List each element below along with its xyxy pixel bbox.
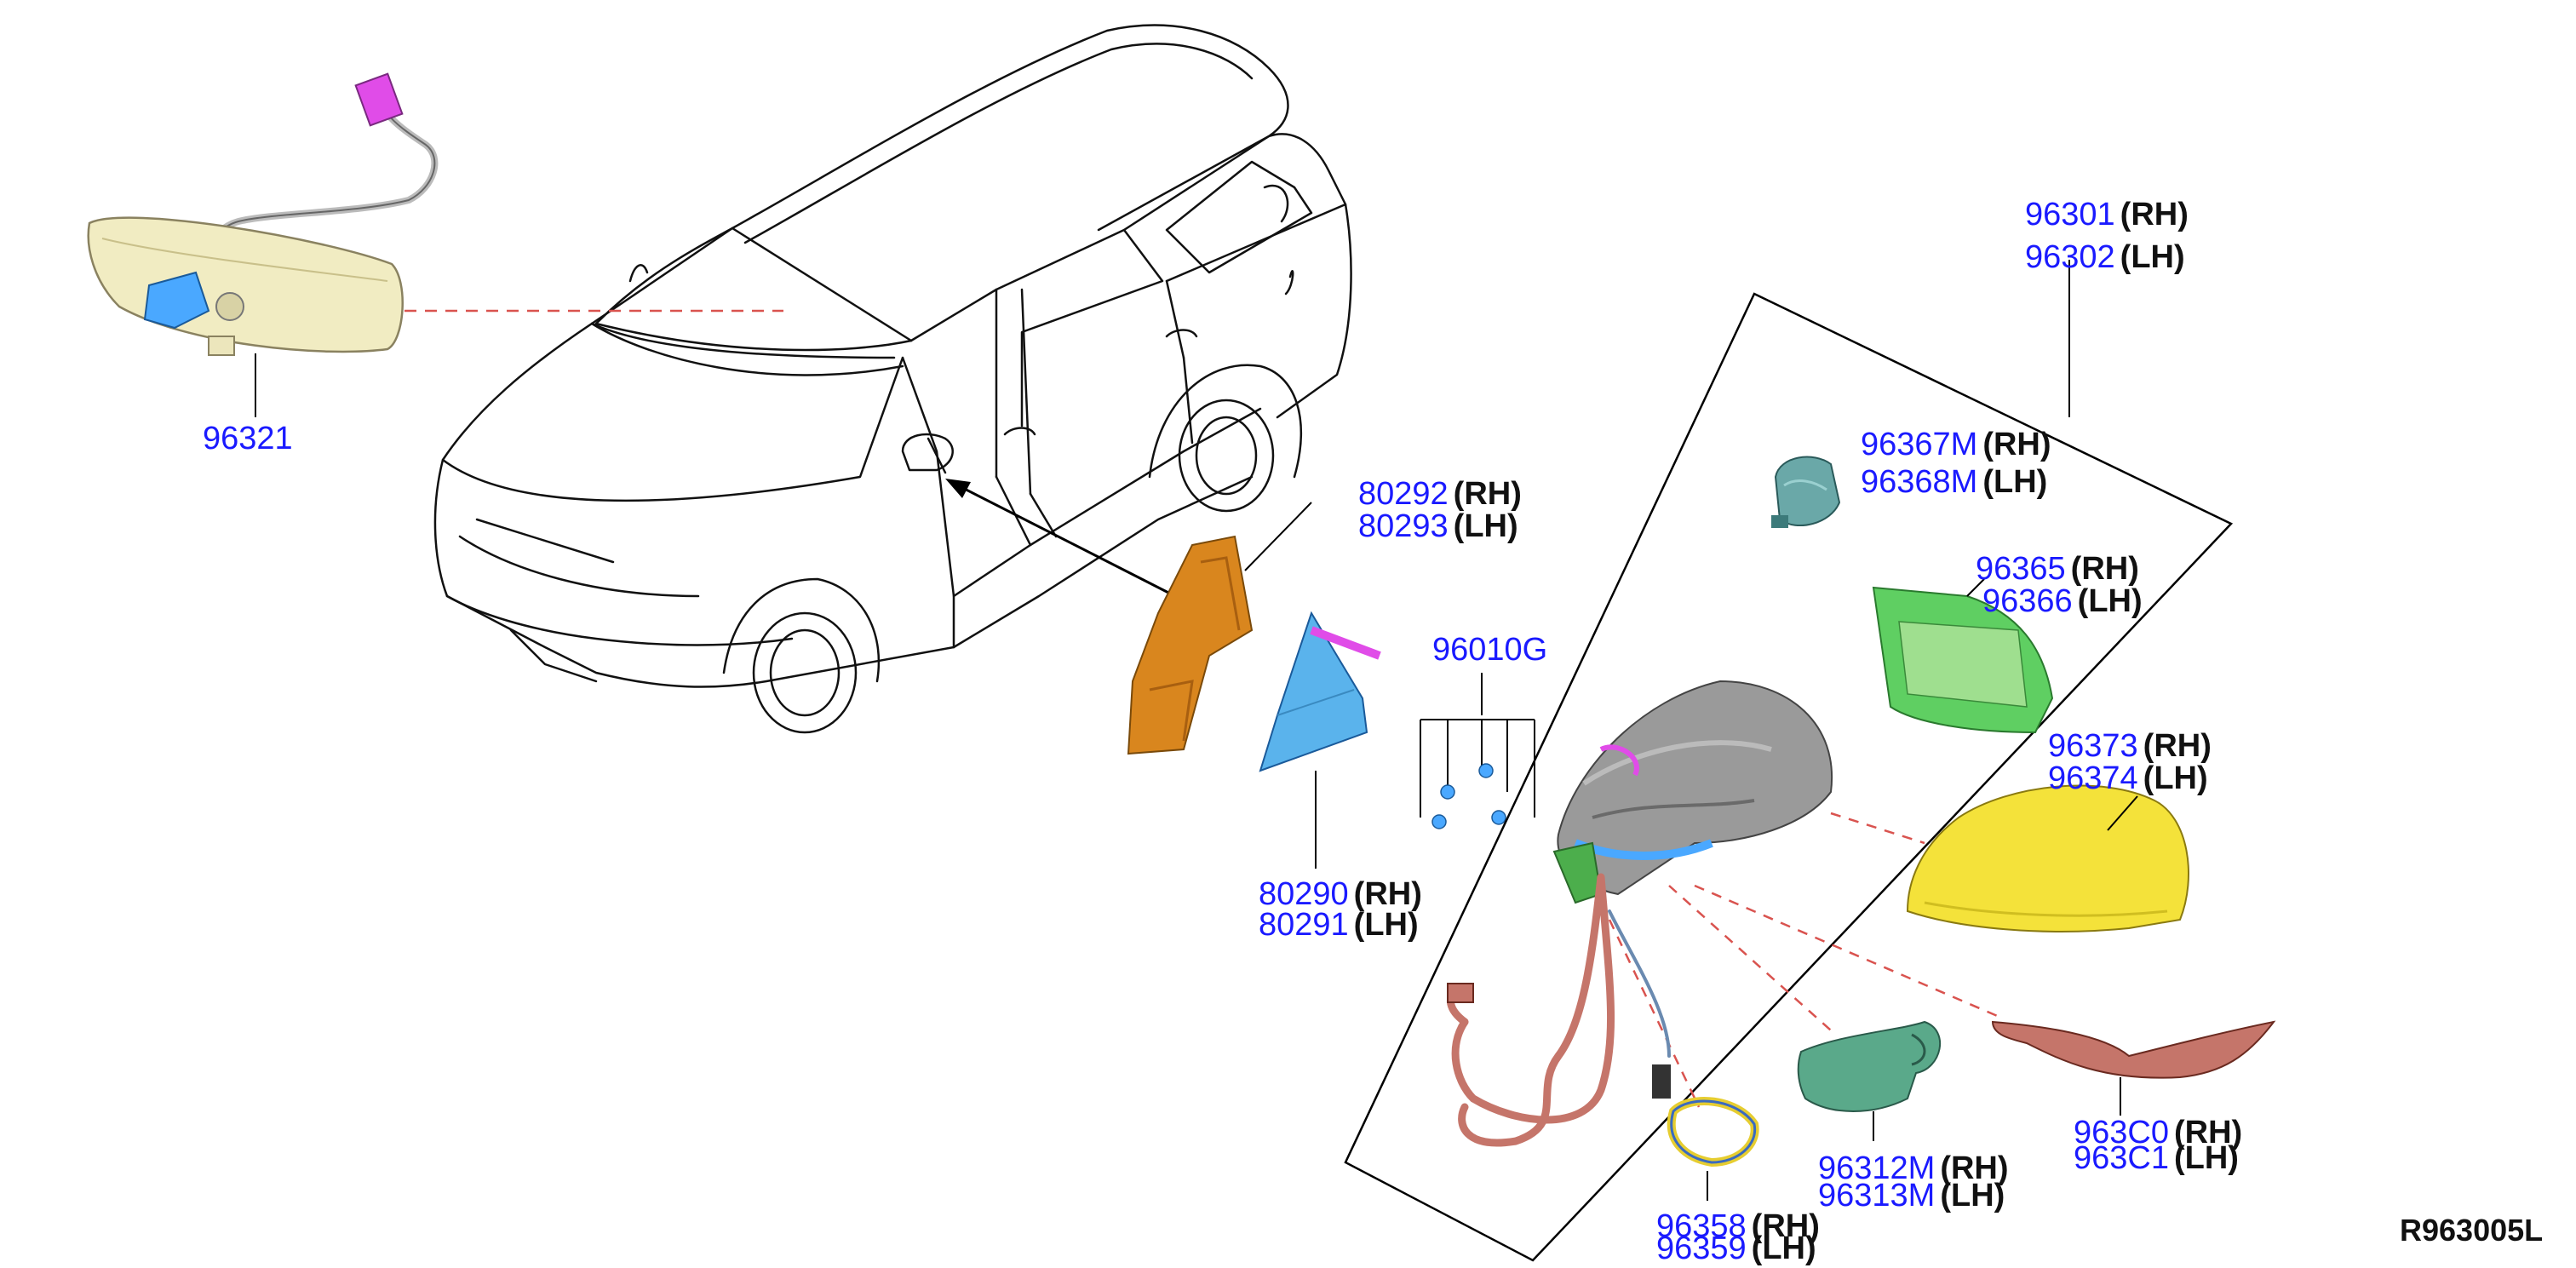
- part-number: 80292: [1358, 476, 1449, 512]
- part-number: 80291: [1259, 907, 1349, 943]
- inside-mirror-body: [87, 216, 404, 353]
- callout-96365: 96365(RH): [1976, 552, 2139, 586]
- callout-96359: 96359(LH): [1656, 1231, 1816, 1265]
- part-number: 963C0: [2074, 1115, 2169, 1150]
- side-label: (LH): [1751, 1231, 1816, 1266]
- callout-96301: 96301(RH): [2025, 198, 2189, 232]
- diagram-code: R963005L: [2400, 1213, 2544, 1248]
- part-number: 96312M: [1818, 1150, 1936, 1186]
- part-number: 80293: [1358, 508, 1449, 544]
- side-label: (LH): [1353, 907, 1419, 943]
- callout-96373: 96373(RH): [2048, 729, 2212, 763]
- part-number: 96010G: [1432, 632, 1548, 668]
- part-number: 96366: [1982, 583, 2073, 619]
- part-number: 96365: [1976, 551, 2066, 587]
- side-label: (LH): [1982, 464, 2048, 500]
- inside-mirror-connector-blue: [143, 271, 210, 330]
- callout-96312m: 96312M(RH): [1818, 1151, 2009, 1185]
- part-number: 96358: [1656, 1208, 1747, 1244]
- side-label: (LH): [2077, 583, 2143, 619]
- part-number: 96374: [2048, 760, 2138, 796]
- part-number: 96367M: [1861, 427, 1978, 462]
- part-number: 96321: [203, 421, 293, 456]
- dashed-leaders: [1608, 812, 2002, 1108]
- inside-mirror-connector-icon: [354, 72, 404, 127]
- inside-mirror-assembly: [87, 72, 783, 417]
- clips: [1420, 673, 1535, 829]
- callout-963c1: 963C1(LH): [2074, 1141, 2239, 1175]
- callout-963c0: 963C0(RH): [2074, 1116, 2242, 1150]
- part-number: 96373: [2048, 728, 2138, 764]
- corner-cover: [1259, 611, 1381, 869]
- side-label: (LH): [2143, 760, 2208, 796]
- mirror-cap: [1906, 784, 2189, 932]
- part-number: 96368M: [1861, 464, 1978, 500]
- side-label: (RH): [2173, 1115, 2243, 1150]
- side-label: (LH): [2173, 1140, 2239, 1176]
- callout-96321: 96321: [203, 422, 293, 456]
- callout-96302: 96302(LH): [2025, 240, 2185, 274]
- callout-96358: 96358(RH): [1656, 1209, 1820, 1243]
- callout-96366: 96366(LH): [1982, 584, 2143, 618]
- part-number: 80290: [1259, 876, 1349, 912]
- side-label: (RH): [1751, 1208, 1820, 1244]
- callout-96368m: 96368M(LH): [1861, 465, 2047, 499]
- callout-96374: 96374(LH): [2048, 761, 2208, 795]
- side-label: (RH): [2070, 551, 2139, 587]
- part-number: 963C1: [2074, 1140, 2169, 1176]
- part-number: 96313M: [1818, 1178, 1936, 1213]
- callout-80292: 80292(RH): [1358, 477, 1522, 511]
- puddle-lamp: [1667, 1097, 1759, 1201]
- callout-80293: 80293(LH): [1358, 509, 1518, 543]
- mirror-body: [1552, 680, 1833, 904]
- callout-96367m: 96367M(RH): [1861, 427, 2051, 462]
- callout-96010g: 96010G: [1432, 633, 1547, 667]
- part-number: 96302: [2025, 239, 2115, 275]
- mirror-actuator: [1771, 456, 1841, 528]
- lower-cover: [1797, 1020, 1941, 1141]
- part-number: 96359: [1656, 1231, 1747, 1266]
- side-label: (RH): [1453, 476, 1522, 512]
- side-label: (LH): [1453, 508, 1518, 544]
- callout-80290: 80290(RH): [1259, 877, 1422, 911]
- side-label: (RH): [1353, 876, 1422, 912]
- side-label: (RH): [1940, 1150, 2009, 1186]
- turn-lamp: [1991, 1020, 2276, 1116]
- wiring-harness: [1447, 873, 1671, 1147]
- corner-finisher: [1127, 502, 1312, 755]
- side-label: (RH): [2143, 728, 2212, 764]
- callout-80291: 80291(LH): [1259, 908, 1419, 942]
- side-label: (RH): [1982, 427, 2051, 462]
- location-arrow: [945, 479, 1176, 598]
- door-mirror-box: [1344, 260, 2234, 1262]
- side-label: (LH): [2120, 239, 2185, 275]
- callout-96313m: 96313M(LH): [1818, 1179, 2005, 1213]
- mirror-glass: [1872, 578, 2054, 734]
- side-label: (LH): [1940, 1178, 2005, 1213]
- side-label: (RH): [2120, 197, 2189, 232]
- part-number: 96301: [2025, 197, 2115, 232]
